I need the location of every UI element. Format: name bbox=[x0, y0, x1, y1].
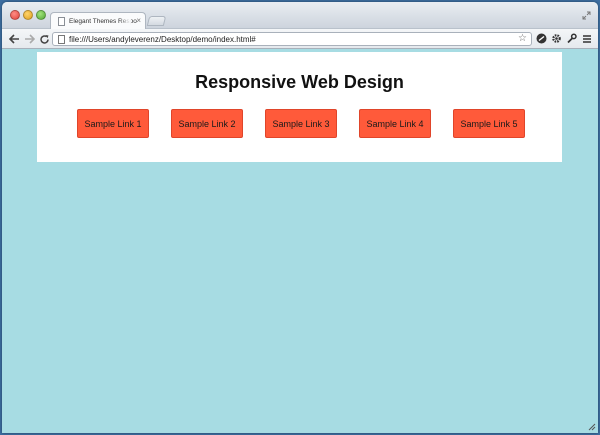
close-window-icon[interactable] bbox=[10, 10, 20, 20]
tab-title-fade bbox=[119, 15, 131, 29]
sample-link-1-button[interactable]: Sample Link 1 bbox=[77, 109, 149, 138]
new-tab-button[interactable] bbox=[146, 16, 167, 26]
browser-toolbar: file:///Users/andyleverenz/Desktop/demo/… bbox=[2, 29, 598, 49]
sample-link-4-button[interactable]: Sample Link 4 bbox=[359, 109, 431, 138]
page-viewport: Responsive Web Design Sample Link 1 Samp… bbox=[2, 50, 598, 433]
tab-title: Elegant Themes Responsive bbox=[69, 18, 137, 25]
wrench-icon[interactable] bbox=[565, 32, 578, 45]
maximize-window-icon[interactable] bbox=[36, 10, 46, 20]
reload-icon[interactable] bbox=[37, 32, 51, 46]
minimize-window-icon[interactable] bbox=[23, 10, 33, 20]
forward-arrow-icon[interactable] bbox=[22, 32, 36, 46]
page-icon bbox=[58, 34, 65, 44]
fullscreen-icon[interactable] bbox=[582, 11, 591, 20]
page-title: Responsive Web Design bbox=[195, 72, 404, 92]
address-bar[interactable]: file:///Users/andyleverenz/Desktop/demo/… bbox=[52, 32, 532, 46]
sample-link-2-button[interactable]: Sample Link 2 bbox=[171, 109, 243, 138]
extension-icon[interactable] bbox=[535, 32, 548, 45]
resize-grip-icon[interactable] bbox=[587, 422, 596, 431]
sample-link-3-button[interactable]: Sample Link 3 bbox=[265, 109, 337, 138]
tab-close-icon[interactable]: × bbox=[136, 16, 141, 25]
url-text[interactable]: file:///Users/andyleverenz/Desktop/demo/… bbox=[69, 34, 256, 44]
page-favicon-icon bbox=[58, 17, 65, 26]
gear-icon[interactable] bbox=[550, 32, 563, 45]
menu-icon[interactable] bbox=[580, 32, 593, 45]
browser-tab[interactable]: Elegant Themes Responsive × bbox=[50, 12, 146, 30]
sample-link-5-button[interactable]: Sample Link 5 bbox=[453, 109, 525, 138]
back-arrow-icon[interactable] bbox=[7, 32, 21, 46]
header-panel: Responsive Web Design Sample Link 1 Samp… bbox=[37, 52, 562, 162]
title-bar: Elegant Themes Responsive × bbox=[2, 2, 598, 30]
star-icon[interactable]: ☆ bbox=[518, 33, 527, 44]
link-row: Sample Link 1 Sample Link 2 Sample Link … bbox=[77, 109, 527, 138]
